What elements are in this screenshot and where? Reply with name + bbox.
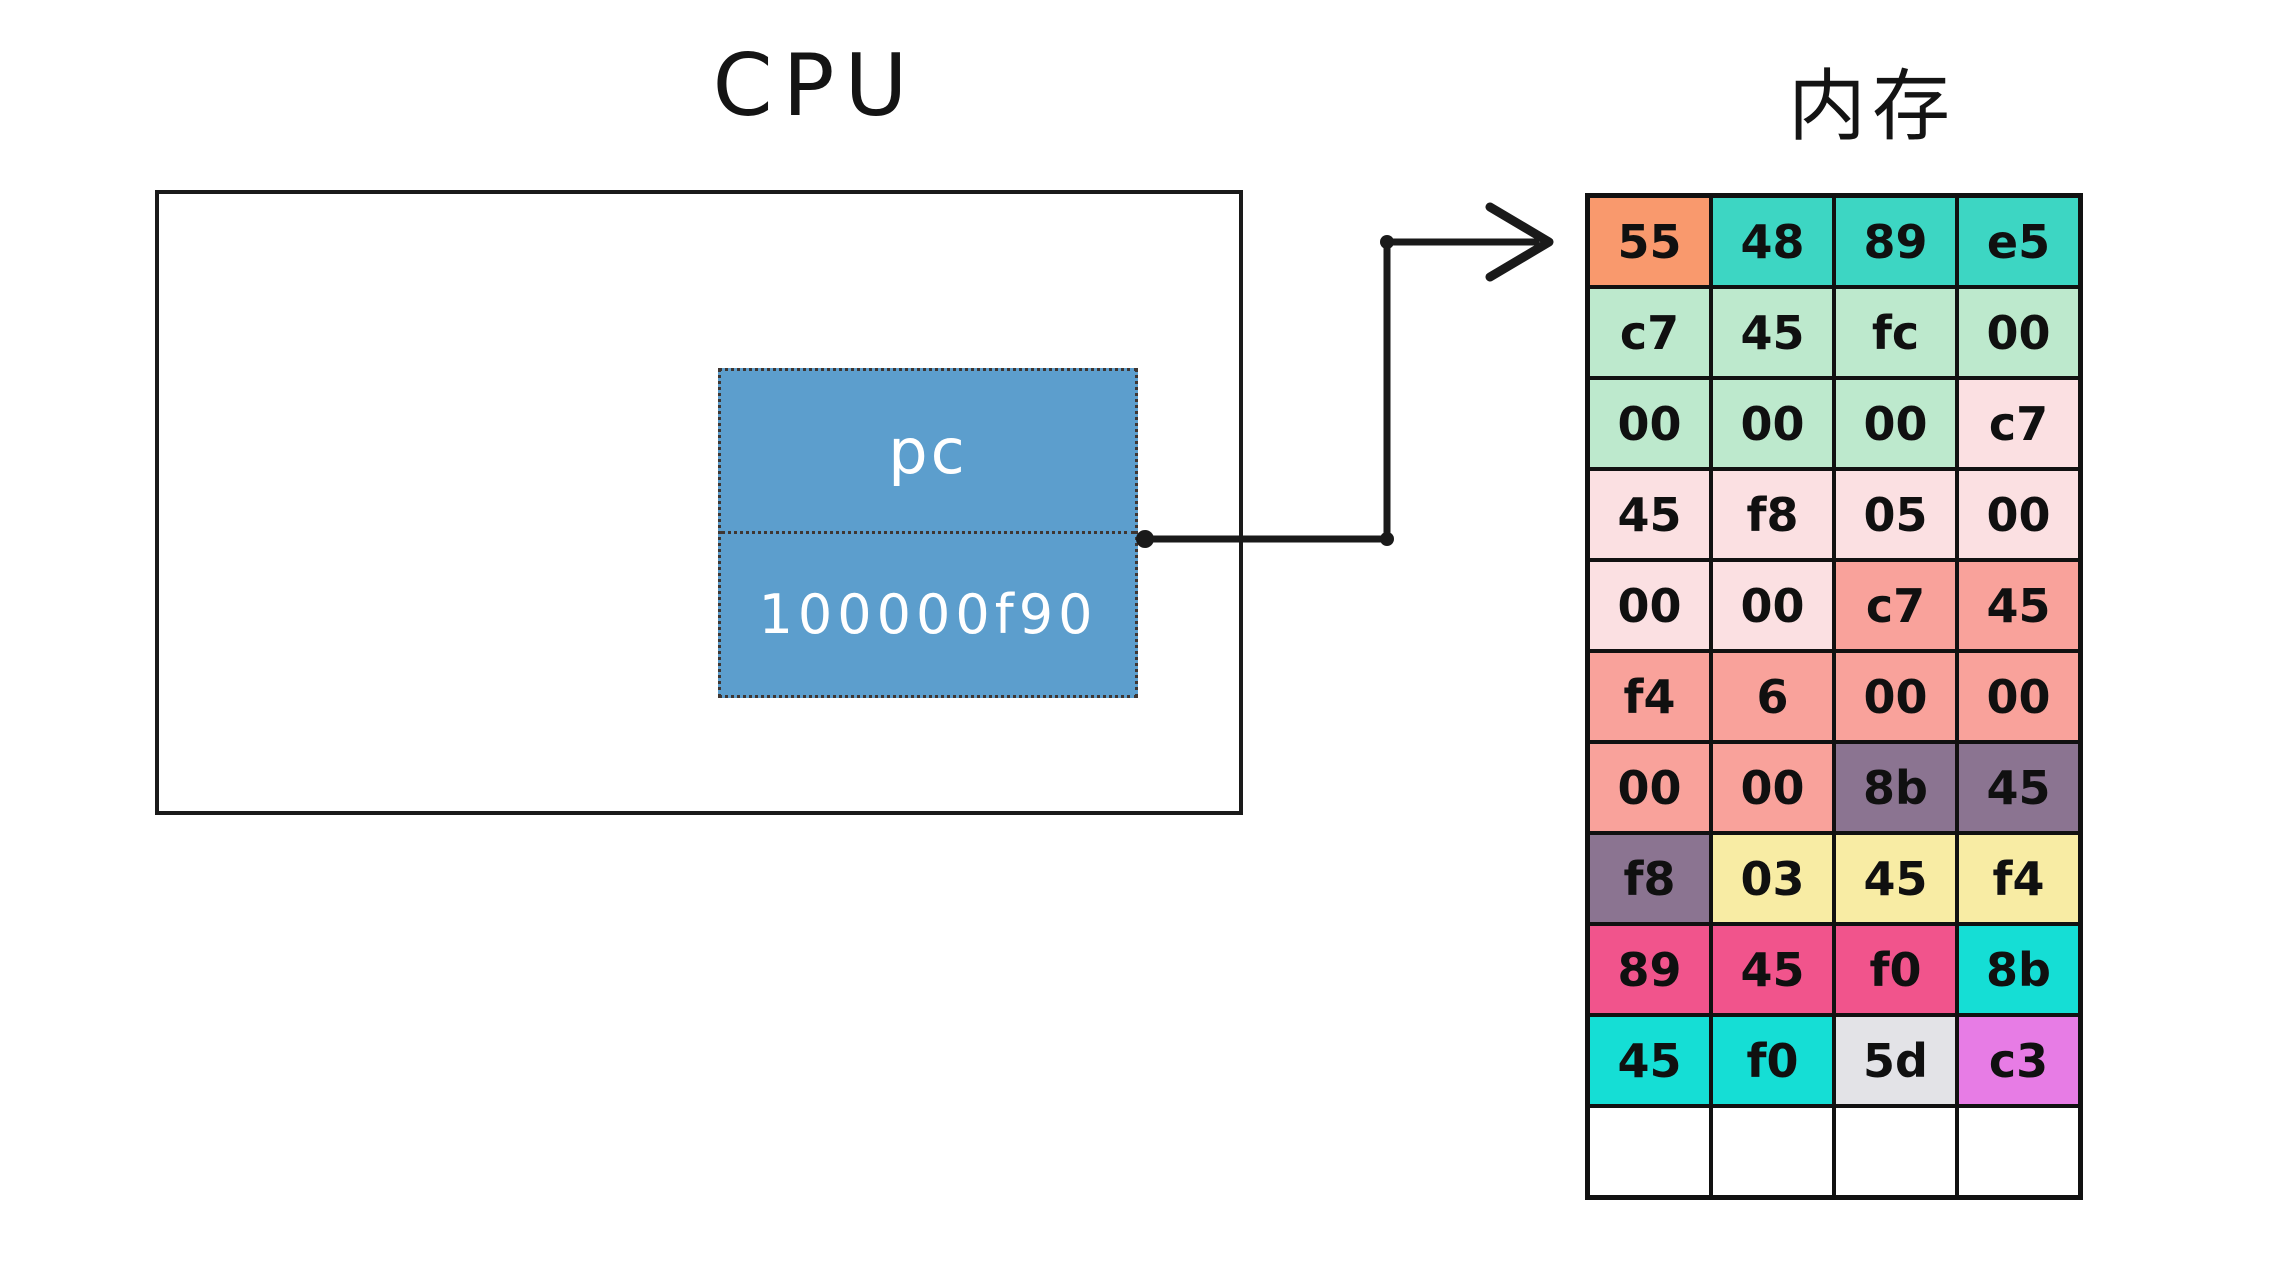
memory-cell: 8b [1834,742,1957,833]
memory-cell: 89 [1588,924,1711,1015]
pc-register-value: 100000f90 [758,583,1098,646]
memory-cell: 45 [1711,924,1834,1015]
memory-cell: 55 [1588,196,1711,287]
memory-cell: 89 [1834,196,1957,287]
memory-cell: 45 [1834,833,1957,924]
memory-cell: 8b [1957,924,2080,1015]
memory-cell: f8 [1711,469,1834,560]
memory-cell: f4 [1957,833,2080,924]
memory-cell: c7 [1588,287,1711,378]
memory-cell: e5 [1957,196,2080,287]
arrow-corner-dot [1380,235,1394,249]
memory-cell: 05 [1834,469,1957,560]
memory-cell: 00 [1957,287,2080,378]
memory-cell [1711,1106,1834,1197]
memory-cell: 00 [1957,651,2080,742]
memory-cell: c7 [1957,378,2080,469]
memory-cell: 5d [1834,1015,1957,1106]
memory-cell: f0 [1834,924,1957,1015]
arrow-head [1485,202,1554,282]
memory-cell: 00 [1588,560,1711,651]
cpu-title: CPU [712,36,918,136]
memory-cell: f0 [1711,1015,1834,1106]
memory-cell: 00 [1834,378,1957,469]
memory-cell [1588,1106,1711,1197]
memory-cell: c7 [1834,560,1957,651]
memory-cell: 00 [1711,560,1834,651]
pc-register-label-section: pc [721,371,1135,534]
pc-register-value-section: 100000f90 [721,534,1135,695]
memory-cell: 03 [1711,833,1834,924]
memory-cell: 6 [1711,651,1834,742]
memory-cell: 00 [1588,378,1711,469]
pc-register-label: pc [888,414,968,488]
memory-cell: 48 [1711,196,1834,287]
memory-cell: 45 [1957,560,2080,651]
memory-cell: 45 [1711,287,1834,378]
memory-cell: 00 [1834,651,1957,742]
memory-title: 内存 [1787,62,1956,152]
memory-cell [1957,1106,2080,1197]
pc-register: pc 100000f90 [718,368,1138,698]
memory-cell: 45 [1588,1015,1711,1106]
memory-cell [1834,1106,1957,1197]
memory-cell: 00 [1957,469,2080,560]
memory-cell: fc [1834,287,1957,378]
memory-cell: f4 [1588,651,1711,742]
memory-cell: 45 [1957,742,2080,833]
memory-cell: f8 [1588,833,1711,924]
memory-cell: 00 [1711,378,1834,469]
memory-cell: 45 [1588,469,1711,560]
memory-cell: 00 [1588,742,1711,833]
memory-cell: 00 [1711,742,1834,833]
memory-cell: c3 [1957,1015,2080,1106]
arrow-corner-dot [1380,532,1394,546]
